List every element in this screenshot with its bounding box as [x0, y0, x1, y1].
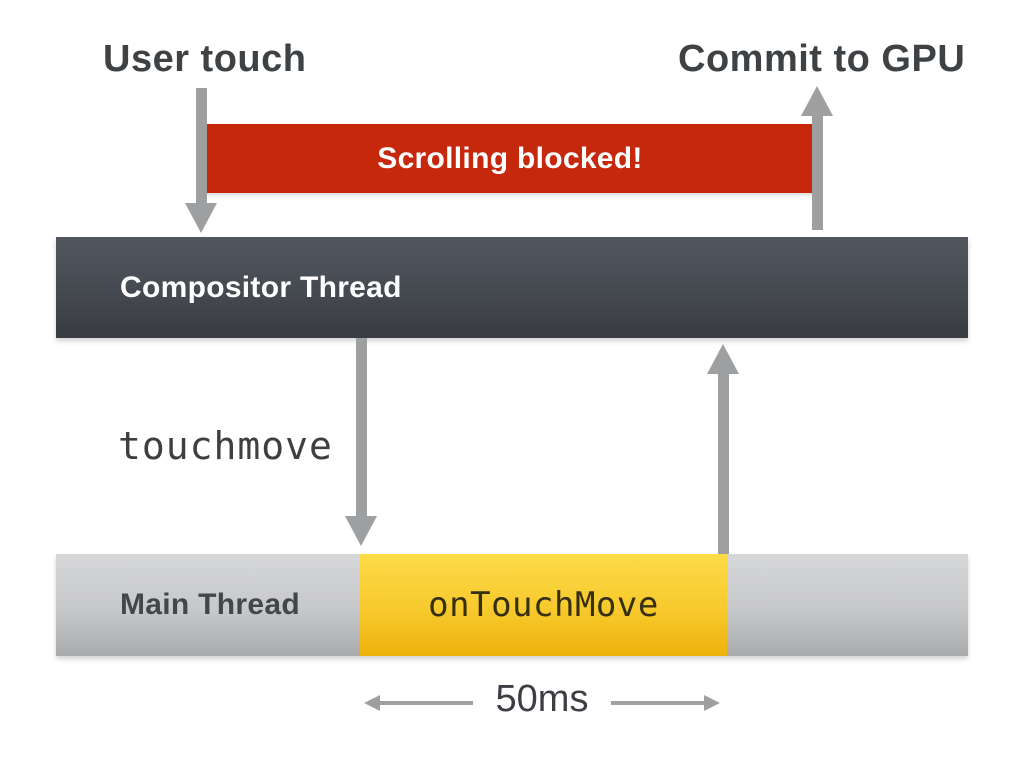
compositor-thread-label: Compositor Thread: [120, 270, 402, 304]
scrolling-blocked-banner: Scrolling blocked!: [205, 124, 815, 193]
main-thread-label: Main Thread: [120, 588, 300, 621]
duration-right-arrow: [611, 695, 720, 711]
duration-left-arrow: [364, 695, 473, 711]
touchmove-dispatch-down-arrow-head-icon: [345, 516, 377, 546]
scrolling-blocked-text: Scrolling blocked!: [377, 141, 643, 175]
user-touch-down-arrow: [196, 88, 207, 204]
ontouchmove-task-block: onTouchMove: [360, 554, 727, 656]
duration-label: 50ms: [495, 678, 589, 720]
compositor-thread-bar: Compositor Thread: [56, 237, 968, 338]
ontouchmove-task-label: onTouchMove: [428, 585, 659, 625]
handler-return-up-arrow-head-icon: [707, 344, 739, 374]
handler-return-up-arrow: [718, 374, 729, 554]
touchmove-dispatch-down-arrow: [356, 338, 367, 516]
commit-to-gpu-up-arrow-head-icon: [801, 86, 833, 116]
touchmove-event-label: touchmove: [118, 424, 333, 468]
duration-left-arrow-head-icon: [364, 695, 380, 711]
duration-left-arrow-line: [380, 701, 473, 705]
commit-to-gpu-label: Commit to GPU: [678, 38, 966, 80]
main-thread-bar: onTouchMove Main Thread: [56, 554, 968, 656]
user-touch-label: User touch: [103, 38, 307, 80]
user-touch-down-arrow-head-icon: [185, 203, 217, 233]
duration-right-arrow-head-icon: [704, 695, 720, 711]
commit-to-gpu-up-arrow: [812, 116, 823, 230]
duration-right-arrow-line: [611, 701, 704, 705]
